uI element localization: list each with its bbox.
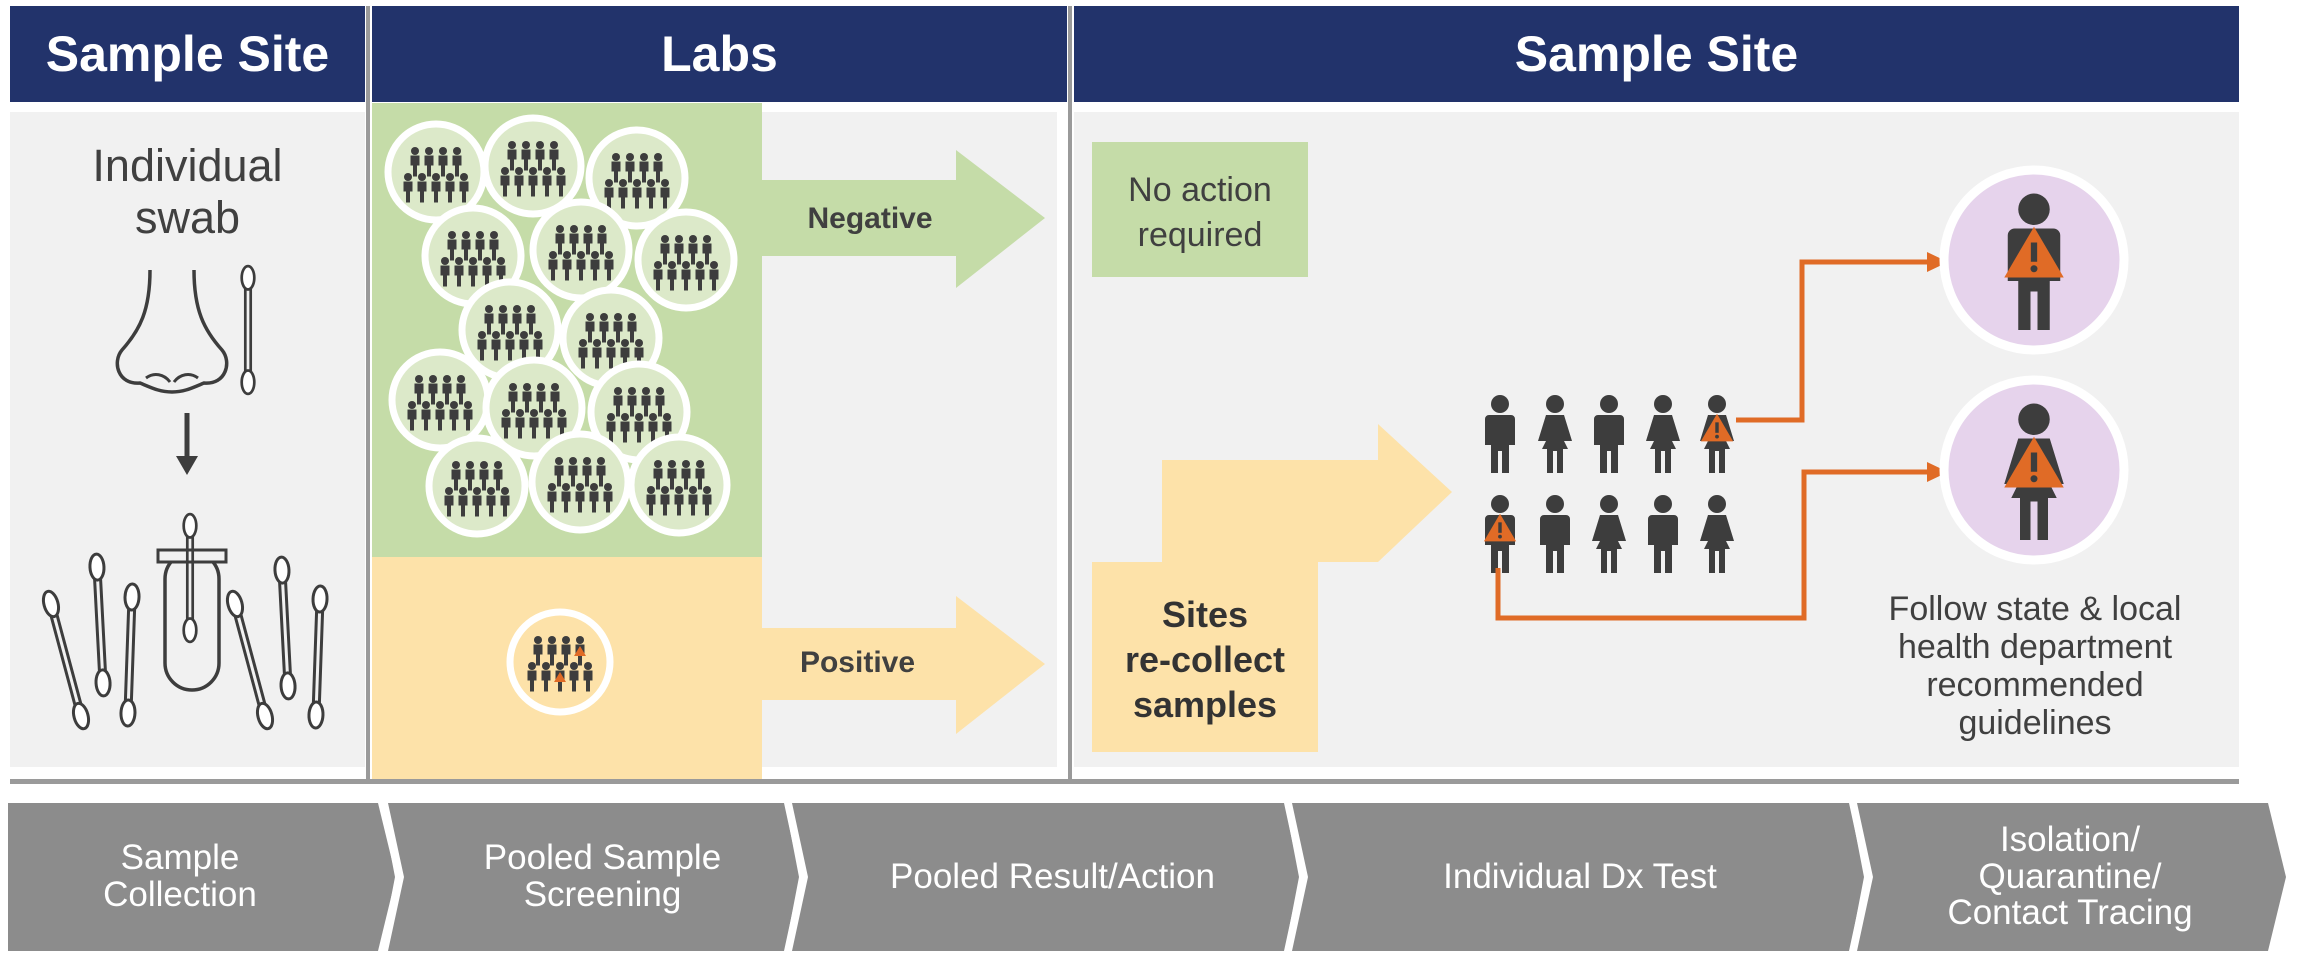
guidelines-line1: Follow state & local: [1888, 590, 2182, 628]
negative-arrow: [762, 150, 1045, 288]
swab-label-line1: Individual: [92, 140, 283, 191]
test-tube-icon: [156, 512, 228, 692]
step5-line3: Contact Tracing: [1947, 893, 2193, 933]
header-sample-site-right: Sample Site: [1074, 6, 2239, 102]
step4-line1: Individual Dx Test: [1443, 856, 1717, 896]
recollect-arrow-body: [1162, 460, 1234, 565]
no-action-line1: No action: [1128, 171, 1272, 209]
step2-line2: Screening: [523, 875, 682, 914]
isolation-person-icon-bottom: [1939, 375, 2129, 565]
step3-line1: Pooled Result/Action: [890, 856, 1215, 896]
swab-group-right: [223, 555, 329, 732]
step-individual-dx-test: Individual Dx Test: [1330, 806, 1830, 948]
step1-line1: Sample: [120, 838, 240, 878]
swab-label-line2: swab: [134, 192, 241, 243]
guidelines-line2: health department: [1897, 628, 2173, 666]
step5-line1: Isolation/: [1999, 819, 2141, 859]
step-isolation-quarantine: Isolation/Quarantine/Contact Tracing: [1890, 806, 2250, 948]
positive-arrow: [762, 596, 1045, 734]
step5-line2: Quarantine/: [1978, 856, 2162, 896]
no-action-line2: required: [1137, 216, 1263, 254]
individual-swab-label: Individual swab: [20, 140, 355, 244]
positive-pool-icon: [506, 608, 614, 716]
negative-label: Negative: [807, 202, 933, 235]
recollect-line3: samples: [1132, 684, 1278, 725]
recollect-line2: re-collect: [1124, 639, 1286, 680]
header-sample-site-left: Sample Site: [10, 6, 365, 102]
recollect-line1: Sites: [1161, 594, 1249, 635]
recollect-box: [1092, 562, 1318, 752]
divider-left: [366, 6, 370, 784]
guidelines-line3: recommended: [1926, 666, 2144, 704]
guidelines-text: Follow state & local health department r…: [1850, 590, 2220, 742]
recollect-arrow: [1162, 424, 1452, 562]
step-pooled-result-action: Pooled Result/Action: [830, 806, 1275, 948]
swab-group-left: [39, 552, 141, 732]
alert-connectors: [1495, 259, 1930, 621]
divider-right: [1068, 6, 1072, 784]
recollect-text: Sites re-collect samples: [1092, 592, 1318, 727]
process-steps: [8, 799, 2292, 955]
divider-bottom: [10, 779, 2239, 784]
pooled-group-icons: [388, 118, 734, 534]
swab-icon-top: [240, 264, 256, 396]
step2-line1: Pooled Sample: [483, 838, 722, 878]
nose-icon: [115, 269, 229, 394]
no-action-text: No action required: [1092, 168, 1308, 258]
step1-line2: Collection: [103, 875, 257, 914]
guidelines-line4: guidelines: [1958, 704, 2112, 742]
header-labs: Labs: [372, 6, 1067, 102]
no-action-box: [1092, 142, 1308, 277]
arrow-down-icon: [176, 413, 198, 475]
positive-label: Positive: [799, 646, 916, 679]
person-icons: [1483, 395, 1734, 573]
isolation-person-icon-top: [1939, 165, 2129, 355]
